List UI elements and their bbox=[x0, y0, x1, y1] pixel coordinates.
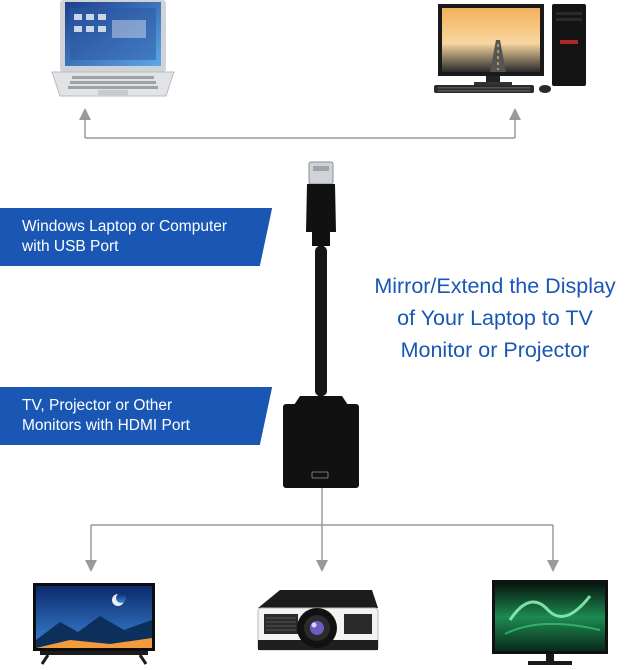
desktop-computer-icon bbox=[434, 4, 586, 93]
laptop-icon bbox=[51, 0, 175, 97]
source-device-label: Windows Laptop or Computer with USB Port bbox=[22, 218, 228, 255]
monitor-icon bbox=[492, 580, 608, 665]
display-device-banner: TV, Projector or Other Monitors with HDM… bbox=[0, 387, 252, 445]
top-connector-lines bbox=[79, 108, 521, 139]
source-device-banner: Windows Laptop or Computer with USB Port bbox=[0, 208, 252, 266]
projector-icon bbox=[257, 590, 379, 651]
usb-hdmi-adapter-icon bbox=[283, 161, 359, 488]
display-device-label: TV, Projector or Other Monitors with HDM… bbox=[22, 397, 190, 434]
bottom-connector-lines bbox=[85, 488, 559, 572]
tv-icon bbox=[33, 583, 155, 665]
headline: Mirror/Extend the Display of Your Laptop… bbox=[374, 274, 616, 362]
